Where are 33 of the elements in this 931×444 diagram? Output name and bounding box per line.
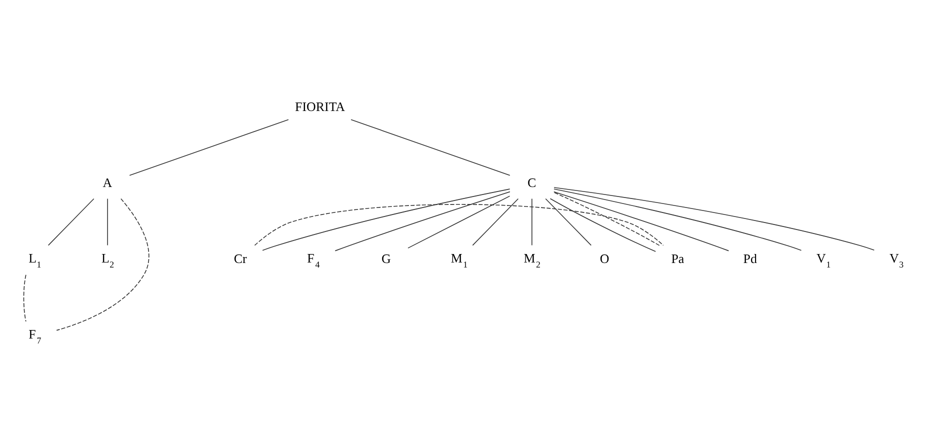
node-text: O [600,251,610,266]
connector [472,198,519,246]
connector [554,187,875,251]
node-text: L$_{1}$ [28,250,42,270]
node-text: V$_{1}$ [816,250,831,270]
node-text: M$_{1}$ [450,250,468,270]
node-text: F$_{4}$ [307,250,320,270]
connector [23,274,26,322]
node-text: L$_{2}$ [101,250,114,270]
connector [56,198,150,331]
connector [554,188,802,251]
connector [107,198,108,246]
connector [48,198,94,246]
connector [129,119,289,176]
connector [545,198,592,246]
connector [334,191,510,252]
node-text: F$_{7}$ [28,326,42,346]
node-text: Cr [234,251,247,266]
connector [254,204,664,246]
node-text: Pd [743,251,757,266]
connector [554,192,660,246]
node-text: V$_{3}$ [889,250,904,270]
connector [262,188,510,251]
connector [350,119,510,176]
node-text: Pa [671,251,684,266]
node-text: M$_{2}$ [524,250,540,270]
node-text: A [102,175,112,190]
node-text: FIORITA [295,98,346,114]
connector [553,191,730,252]
connector [408,196,510,248]
connector [550,198,656,252]
node-text: G [381,251,391,266]
node-text: C [527,175,536,190]
